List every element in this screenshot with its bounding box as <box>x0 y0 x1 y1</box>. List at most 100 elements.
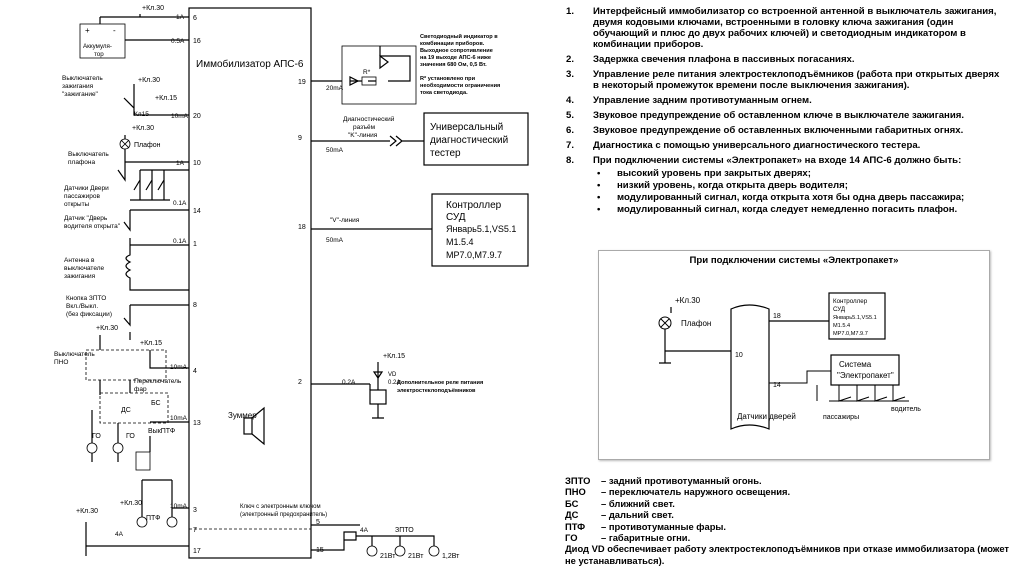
subnote-text: модулированный сигнал, когда открыта хот… <box>617 192 965 203</box>
diode-icon <box>349 76 360 86</box>
legend-desc: – задний противотуманный огонь. <box>601 475 762 486</box>
subnote-item: •высокий уровень при закрытых дверях; <box>593 168 1006 179</box>
tester-label-3: тестер <box>430 148 461 159</box>
note-item: 1.Интерфейсный иммобилизатор со встроенн… <box>560 6 1006 50</box>
inset-plafond-label: Плафон <box>681 319 711 328</box>
pin-17: 17 <box>193 548 201 555</box>
controller-label-3: Январь5.1,VS5.1 <box>446 224 516 234</box>
ptf-lamp-left-icon <box>136 516 148 528</box>
relay-ground <box>372 404 384 419</box>
inset-controller-2: СУД <box>833 306 846 313</box>
note-item: 6.Звуковое предупреждение об оставленных… <box>560 125 1006 136</box>
go-label-right: ГО <box>126 433 135 440</box>
inset-plafond-wire <box>659 307 731 364</box>
note-number: 4. <box>566 95 575 106</box>
key-label-1: Ключ с электронным ключом <box>240 504 321 510</box>
legend-desc: – ближний свет. <box>601 497 675 509</box>
controller-box <box>431 193 529 267</box>
pno-switch-box <box>85 349 167 381</box>
current-pin1: 0.1A <box>173 238 187 245</box>
accumulator-label-2: тор <box>94 51 104 58</box>
inset-title: При подключении системы «Электропакет» <box>689 255 899 266</box>
vd-diode-icon <box>372 371 384 380</box>
inset-immobilizer <box>730 304 770 430</box>
led-note-3: Выходное сопротивление <box>420 48 493 54</box>
ignition-switch-label-2: зажигания <box>62 83 94 90</box>
pin-3: 3 <box>193 507 197 514</box>
tester-box <box>423 112 529 166</box>
zpto-button-label-2: Вкл./Выкл. <box>66 303 98 310</box>
kl30-ignition: +Кл.30 <box>138 77 160 84</box>
legend-abbr: ДС <box>565 509 579 521</box>
note-item: 7.Диагностика с помощью универсального д… <box>560 140 1006 151</box>
ptf-lamp-wires <box>141 479 189 517</box>
abbreviation-legend: ЗПТО– задний противотуманный огонь. ПНО–… <box>565 475 1010 566</box>
buzzer-icon <box>243 417 253 435</box>
pin-4: 4 <box>193 368 197 375</box>
note-text: Звуковое предупреждение об оставленных в… <box>593 125 964 136</box>
inset-system-1: Система <box>839 360 872 369</box>
ignition-wire <box>123 84 189 116</box>
legend-desc: – переключатель наружного освещения. <box>601 486 791 498</box>
legend-abbr: БС <box>565 497 579 509</box>
subnote-item: •низкий уровень, когда открыта дверь вод… <box>593 180 1006 191</box>
vd-label-2: 0.2A <box>388 380 400 386</box>
note-text: Звуковое предупреждение об оставленном к… <box>593 110 964 121</box>
inset-controller-4: М1.5.4 <box>833 323 850 329</box>
door-sensors-label-1: Датчики Двери <box>64 185 109 192</box>
subnote-text: модулированный сигнал, когда следует нем… <box>617 204 958 215</box>
kl15-ignition: +Кл.15 <box>155 95 177 102</box>
electropaket-inset: При подключении системы «Электропакет» +… <box>598 250 990 460</box>
pin-16: 16 <box>193 38 201 45</box>
accumulator-label-1: Аккумуля- <box>83 43 112 50</box>
lamp-21w-left-icon <box>366 545 378 557</box>
lamp-21w-right-icon <box>394 545 406 557</box>
tester-label-2: диагностический <box>430 135 508 146</box>
legend-row: ЗПТО– задний противотуманный огонь. <box>565 475 1010 486</box>
accumulator-plus: + <box>85 26 90 35</box>
antenna-coil <box>125 244 189 291</box>
current-pin10: 1A <box>176 160 185 167</box>
pin-5: 5 <box>316 519 320 526</box>
bullet-icon: • <box>597 204 601 215</box>
driver-door-label-2: водителя открыта" <box>64 223 121 230</box>
inset-door-label: Датчики дверей <box>737 412 796 421</box>
note-text: Управление задним противотуманным огнем. <box>593 95 812 106</box>
led-box <box>341 45 417 105</box>
driver-door-label-1: Датчик "Дверь <box>64 215 108 222</box>
bullet-icon: • <box>597 180 601 191</box>
ptf-lamp-right-icon <box>166 516 178 528</box>
current-pin16: 0.5A <box>171 38 185 45</box>
led-note-8: тока светодиода. <box>420 90 468 96</box>
legend-note: Диод VD обеспечивает работу электростекл… <box>565 543 1010 566</box>
inset-lamp-cross-icon <box>660 318 670 328</box>
note-number: 8. <box>566 155 575 166</box>
inset-controller-5: МР7.0,М7.9.7 <box>833 331 868 337</box>
pno-wires <box>99 335 189 395</box>
inset-controller-box <box>828 292 886 340</box>
door-sensors-label-2: пассажиров <box>64 193 100 200</box>
door-sensors-label-3: открыты <box>64 201 90 208</box>
kl30-pno: +Кл.30 <box>96 325 118 332</box>
controller-label-1: Контроллер <box>446 200 502 211</box>
current-pin13: 10mA <box>170 415 188 422</box>
pin-20: 20 <box>193 113 201 120</box>
bullet-icon: • <box>597 168 601 179</box>
note-text: Диагностика с помощью универсального диа… <box>593 140 921 151</box>
inset-system-2: "Электропакет" <box>837 371 894 380</box>
legend-row: ГО– габаритные огни. <box>565 532 1010 543</box>
kl15-small: Кл15 <box>134 111 149 118</box>
inset-controller-3: Январь5.1,VS5.1 <box>833 315 877 321</box>
led-wires <box>311 46 411 82</box>
door-sensor-switches <box>130 170 170 201</box>
pin-6: 6 <box>193 15 197 22</box>
led-note-5: значения 680 Ом, 0,5 Вт. <box>420 62 487 68</box>
note-text: Интерфейсный иммобилизатор со встроенной… <box>593 6 997 50</box>
wiring-diagram: Иммобилизатор АПС-6 6 16 20 10 14 1 4 13… <box>54 5 529 560</box>
note-number: 5. <box>566 110 575 121</box>
current-pin18: 50mA <box>326 237 344 244</box>
bs-label: БС <box>151 400 161 407</box>
pin-10: 10 <box>193 160 201 167</box>
ptf-label: ПТФ <box>146 515 160 522</box>
zpto-button-wire <box>123 304 189 340</box>
